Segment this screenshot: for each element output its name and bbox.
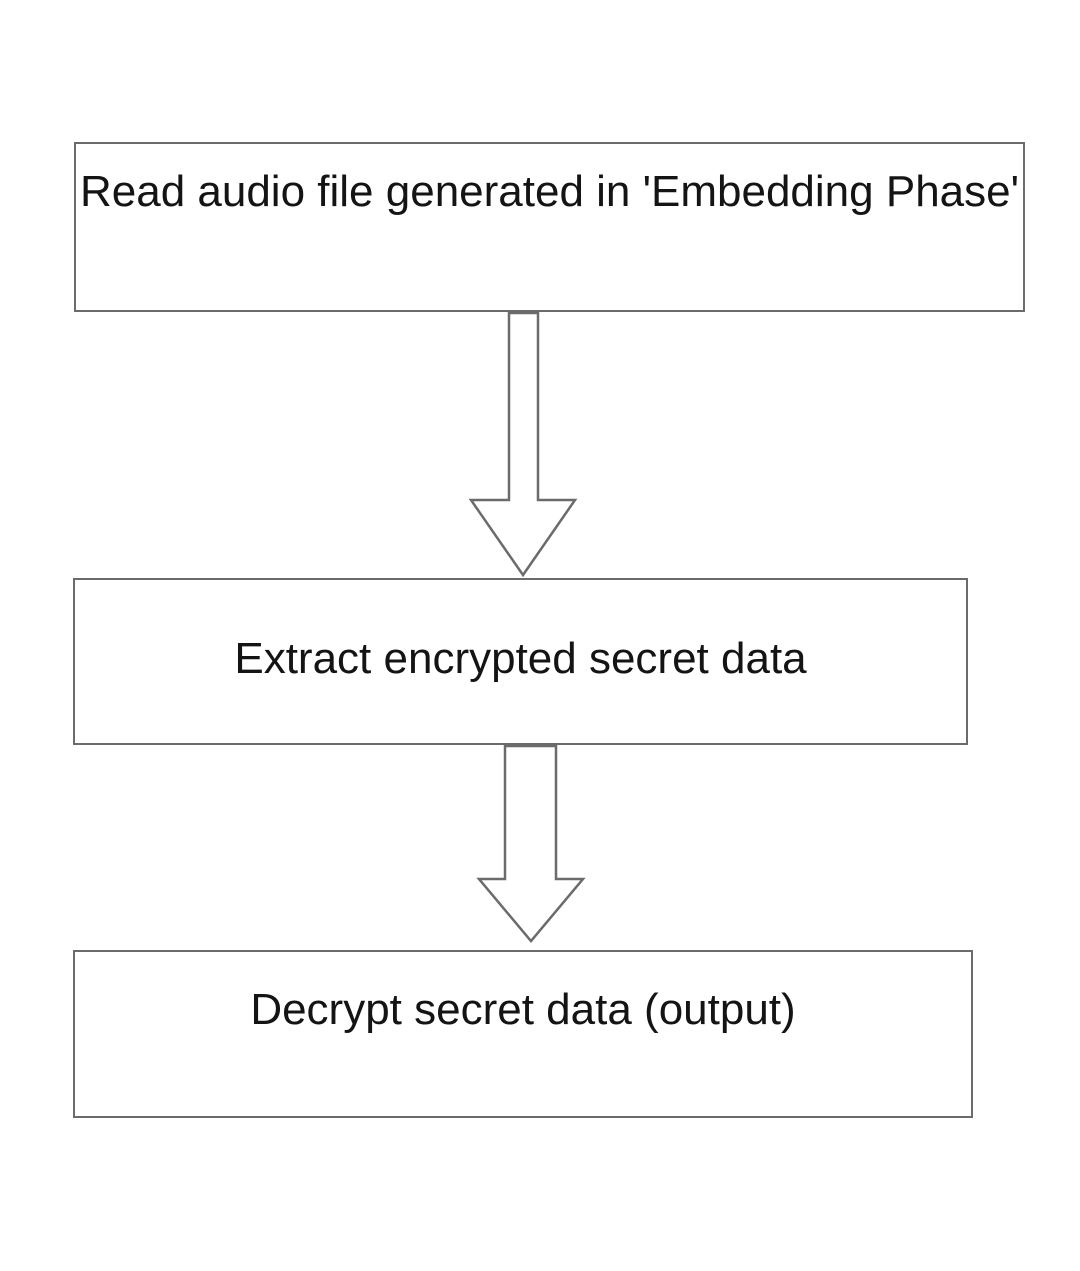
arrow-read-to-extract [468, 311, 578, 578]
step-decrypt-data-label: Decrypt secret data (output) [250, 985, 796, 1034]
step-read-audio-label: Read audio file generated in 'Embedding … [79, 167, 1020, 216]
step-extract-data-label: Extract encrypted secret data [234, 634, 807, 683]
step-extract-data-box: Extract encrypted secret data [73, 578, 968, 745]
arrow-extract-to-decrypt [476, 744, 586, 943]
step-read-audio-box: Read audio file generated in 'Embedding … [74, 142, 1025, 312]
step-decrypt-data-box: Decrypt secret data (output) [73, 950, 973, 1118]
